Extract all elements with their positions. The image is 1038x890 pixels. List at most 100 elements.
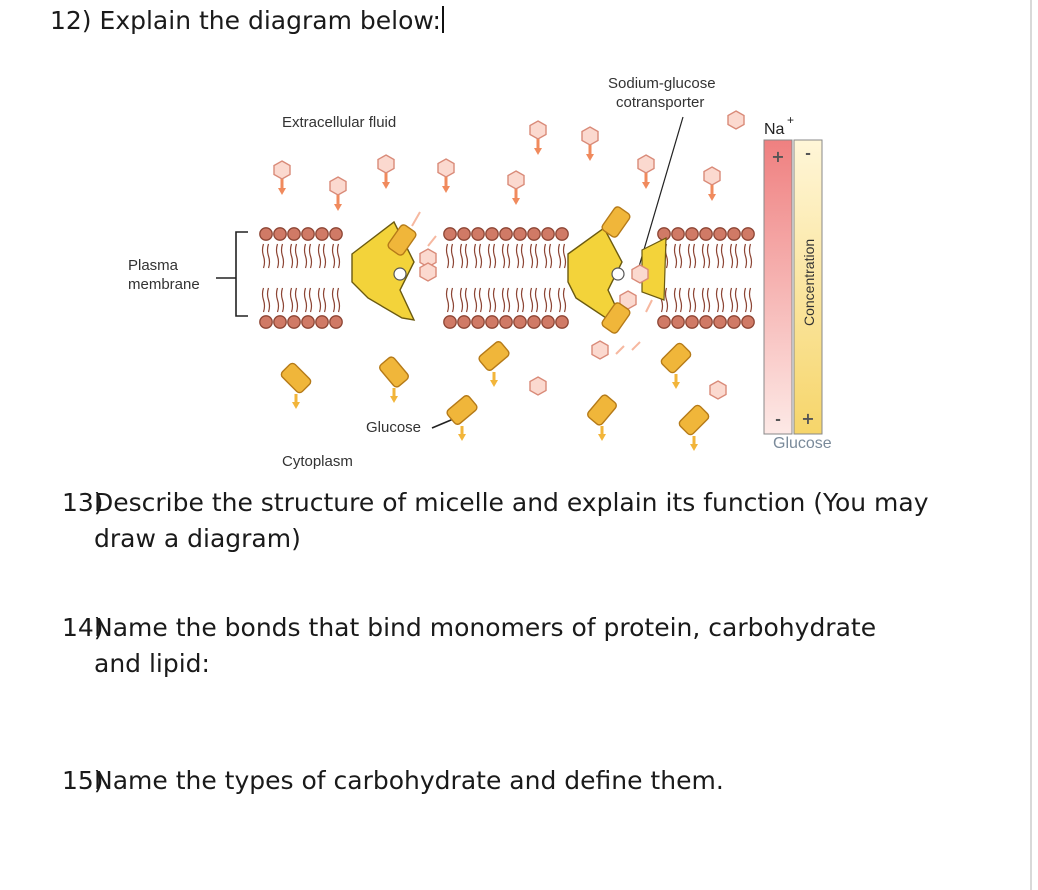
phospholipid-tail [317,287,327,313]
phospholipid-head [699,315,713,329]
down-arrow-icon [276,177,288,197]
down-arrow-icon [388,386,400,405]
phospholipid-tail [289,243,299,269]
sodium-ion [591,340,609,360]
phospholipid-tail [529,287,539,313]
sodium-ion [507,170,525,190]
phospholipid-head [329,227,343,241]
phospholipid-tail [303,287,313,313]
glucose-molecule [585,392,619,428]
phospholipid-head [699,227,713,241]
glucose-molecule [377,354,411,390]
sodium-ion [709,380,727,400]
phospholipid-tail [473,287,483,313]
cytoplasm-molecules [279,339,727,453]
phospholipid-head [513,315,527,329]
transport-protein-right [567,226,667,321]
phospholipid-tail [487,287,497,313]
question-12-number: 12) [50,6,92,35]
question-15-number: 15) [62,766,104,795]
phospholipid-head [555,227,569,241]
text-cursor [441,6,444,33]
concentration-gradient: Na + + - - + Concentration Glucose [763,113,832,452]
sodium-ion [529,120,547,140]
phospholipid-head [329,315,343,329]
down-arrow-icon [332,193,344,213]
plasma-membrane-bracket [216,231,248,317]
glucose-high-plus: + [801,409,814,428]
sodium-ion [377,154,395,174]
phospholipid-tail [729,243,739,269]
phospholipid-tail [459,243,469,269]
sodium-ion [637,154,655,174]
sodium-charge-label: + [787,113,794,127]
question-15: 15)Name the types of carbohydrate and de… [62,766,724,795]
phospholipid-tail [729,287,739,313]
question-14: 14)Name the bonds that bind monomers of … [62,610,974,682]
phospholipid-tail [743,243,753,269]
down-arrow-icon [532,137,544,157]
phospholipid-head [685,227,699,241]
phospholipid-tail [743,287,753,313]
question-15-text: Name the types of carbohydrate and defin… [94,766,724,795]
phospholipid-tail [501,243,511,269]
question-13: 13)Describe the structure of micelle and… [62,485,982,557]
plasma-membrane-label-line2: membrane [128,276,200,293]
phospholipid-head [657,315,671,329]
glucose-label: Glucose [366,419,421,436]
glucose-molecule [476,339,512,373]
question-13-line1: Describe the structure of micelle and ex… [94,488,929,517]
sodium-ion [727,110,745,130]
phospholipid-tail [557,287,567,313]
phospholipid-tail [487,243,497,269]
sodium-ion-label: Na [764,121,785,138]
phospholipid-tail [261,287,271,313]
phospholipid-tail [473,243,483,269]
down-arrow-icon [640,171,652,191]
phospholipid-tail [529,243,539,269]
phospholipid-tail [445,243,455,269]
down-arrow-icon [596,424,608,443]
phospholipid-head [685,315,699,329]
glucose-low-minus: - [805,146,811,162]
question-12: 12) Explain the diagram below: [50,6,444,35]
phospholipid-head [741,227,755,241]
phospholipid-tail [501,287,511,313]
phospholipid-head [457,227,471,241]
down-arrow-icon [584,143,596,163]
plasma-membrane-label-line1: Plasma [128,257,179,274]
phospholipid-head [485,315,499,329]
concentration-label: Concentration [801,239,817,326]
bound-sodium-right-1 [631,264,649,284]
extracellular-fluid-label: Extracellular fluid [282,114,396,131]
phospholipid-tail [261,243,271,269]
phospholipid-head [471,315,485,329]
question-13-line2: draw a diagram) [94,524,301,553]
phospholipid-head [727,315,741,329]
phospholipid-head [555,315,569,329]
phospholipid-tail [673,243,683,269]
phospholipid-head [457,315,471,329]
cotransporter-label-line1: Sodium-glucose [608,75,716,92]
phospholipid-tail [317,243,327,269]
sodium-ion [529,376,547,396]
sodium-ion [329,176,347,196]
phospholipid-head [287,315,301,329]
question-14-number: 14) [62,613,104,642]
phospholipid-tail [515,287,525,313]
phospholipid-tail [701,243,711,269]
phospholipid-head [315,315,329,329]
phospholipid-head [315,227,329,241]
down-arrow-icon [510,187,522,207]
glucose-molecule [659,341,693,375]
phospholipid-head [273,315,287,329]
glucose-molecule [279,361,313,395]
glucose-concentration-bar [793,139,823,435]
phospholipid-tail [303,243,313,269]
down-arrow-icon [670,372,682,391]
phospholipid-tail [275,287,285,313]
question-14-line1: Name the bonds that bind monomers of pro… [94,613,877,642]
down-arrow-icon [290,392,302,411]
phospholipid-head [287,227,301,241]
down-arrow-icon [380,171,392,191]
